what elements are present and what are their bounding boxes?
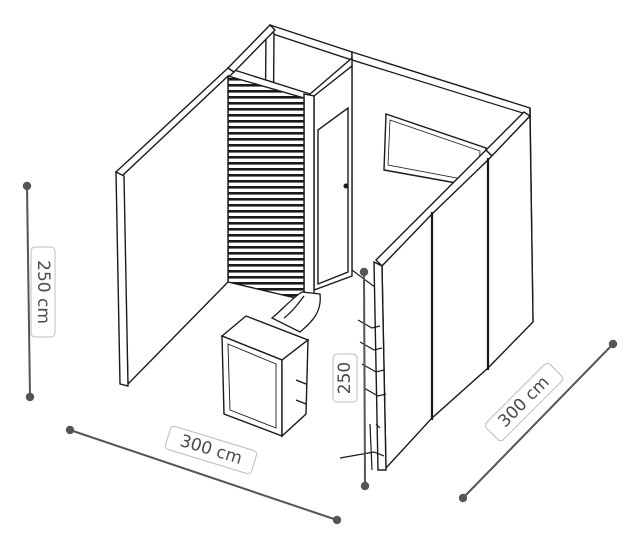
drape [270, 291, 321, 333]
depth-dimension [458, 339, 618, 503]
right-wall [373, 111, 534, 471]
inner-height-label: 250 [332, 353, 358, 403]
height-label: 250 cm [30, 246, 56, 338]
inner-height-dimension [359, 267, 370, 491]
left-wall [114, 24, 276, 387]
width-label-text: 300 cm [178, 431, 245, 469]
inner-height-label-text: 250 [335, 362, 355, 394]
height-dimension [22, 181, 35, 402]
counter [220, 315, 310, 438]
brochure-holders [339, 319, 387, 471]
slatwall-panel [227, 75, 305, 301]
depth-label-text: 300 cm [494, 372, 553, 431]
wall-screen [383, 113, 487, 189]
height-label-text: 250 cm [33, 260, 53, 324]
width-dimension [65, 425, 342, 525]
depth-label: 300 cm [484, 362, 564, 442]
